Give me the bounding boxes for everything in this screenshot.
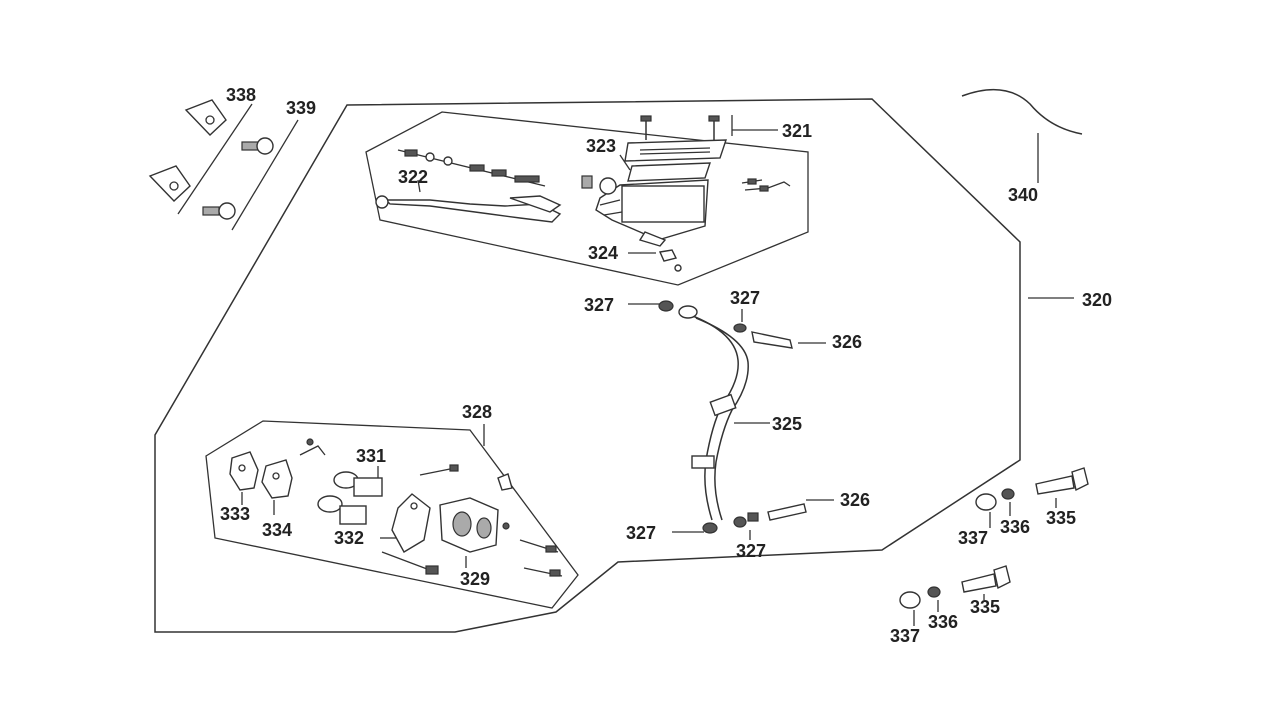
label-331: 331 [356, 446, 386, 466]
brake-pads-333-334 [229, 451, 293, 515]
label-326-lower: 326 [840, 490, 870, 510]
label-321: 321 [782, 121, 812, 141]
upper-banjo-fittings [628, 300, 826, 349]
label-335-upper: 335 [1046, 508, 1076, 528]
label-335-lower: 335 [970, 597, 1000, 617]
label-334: 334 [262, 520, 292, 540]
reservoir-cover-321 [624, 115, 778, 182]
label-336-upper: 336 [1000, 517, 1030, 537]
label-336-lower: 336 [928, 612, 958, 632]
caliper-bracket-332 [380, 464, 459, 553]
label-329: 329 [460, 569, 490, 589]
cable-340 [961, 88, 1083, 183]
label-323: 323 [586, 136, 616, 156]
label-332: 332 [334, 528, 364, 548]
label-337-upper: 337 [958, 528, 988, 548]
label-327-upper-left: 327 [584, 295, 614, 315]
label-320: 320 [1082, 290, 1112, 310]
label-326-upper: 326 [832, 332, 862, 352]
label-324: 324 [588, 243, 618, 263]
label-327-lower-left: 327 [626, 523, 656, 543]
label-327-upper-right: 327 [730, 288, 760, 308]
label-322: 322 [398, 167, 428, 187]
label-325: 325 [772, 414, 802, 434]
assembly-outline-320 [154, 98, 1021, 633]
bleeder-324 [628, 249, 682, 272]
lower-banjo-fittings [672, 499, 834, 540]
label-333: 333 [220, 504, 250, 524]
bolt-set-upper [975, 467, 1089, 528]
label-328: 328 [462, 402, 492, 422]
pistons-331 [299, 438, 383, 525]
master-cylinder-body-323 [581, 154, 709, 247]
handlebar-clamp-338 [148, 99, 253, 215]
switch-hardware [741, 178, 791, 192]
brake-lever-322 [375, 149, 562, 223]
label-338: 338 [226, 85, 256, 105]
label-339: 339 [286, 98, 316, 118]
label-337-lower: 337 [890, 626, 920, 646]
brake-hose-325 [681, 311, 770, 521]
label-327-lower-right: 327 [736, 541, 766, 561]
label-340: 340 [1008, 185, 1038, 205]
clamp-bolt-339 [202, 119, 299, 231]
caliper-body-329 [381, 473, 563, 577]
caliper-group-outline [205, 420, 579, 609]
bolt-set-lower [899, 565, 1011, 626]
master-cylinder-group-outline [365, 111, 809, 286]
